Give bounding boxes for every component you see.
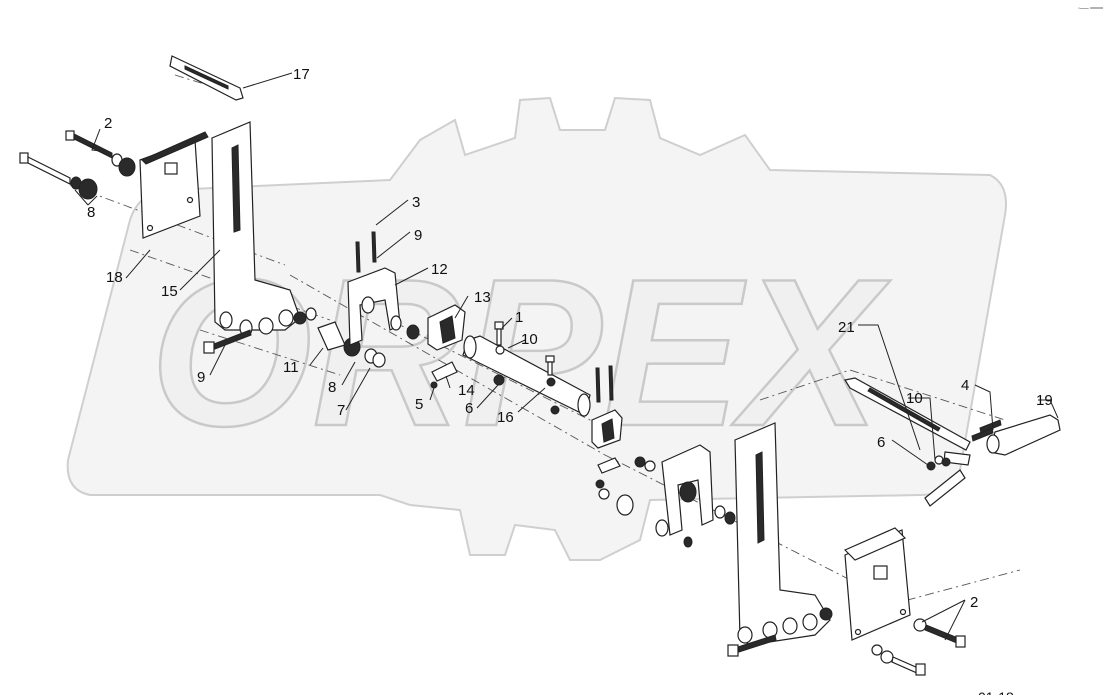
part-14-plate [431,361,458,382]
part-4-bolts [971,419,1002,442]
callout-7: 7 [337,402,345,419]
callout-15: 15 [161,283,178,300]
callout-21: 21 [838,319,855,336]
left-assembly [19,55,614,417]
callout-4: 4 [961,377,969,394]
leader-lines [74,72,1059,641]
part-6-10-nuts-right [926,455,951,471]
callout-9-bottom: 9 [197,369,205,386]
callout-14: 14 [458,382,475,399]
callout-10-left: 10 [521,331,538,348]
callout-6-left: 6 [465,400,473,417]
part-6-washer-left [493,374,505,386]
callout-8-mid: 8 [328,379,336,396]
callout-2-top: 2 [104,115,112,132]
diagram-code: 01-18 [978,689,1014,695]
callout-19: 19 [1036,392,1053,409]
callout-17: 17 [293,66,310,83]
callout-5: 5 [415,396,423,413]
callout-labels: 17 2 8 18 15 3 9 12 13 1 10 9 11 8 7 5 1… [87,66,1053,611]
callout-16: 16 [497,409,514,426]
callout-3: 3 [412,194,420,211]
part-8-bolt-left [19,152,98,200]
part-3-screws [355,231,377,273]
callout-13: 13 [474,289,491,306]
callout-11: 11 [283,359,299,376]
callout-1: 1 [515,309,523,326]
part-2-bolts-right [871,618,966,676]
watermark-text: ORPEX [150,235,891,470]
part-bolts-shaft [545,355,614,415]
part-12-bracket [347,267,401,346]
part-12-bracket-right [661,444,714,536]
callout-12: 12 [431,261,448,278]
callout-9-top: 9 [414,227,422,244]
part-hook [924,469,966,507]
callout-6-right: 6 [877,434,885,451]
part-9-bolt-lower [203,329,252,354]
part-1-bolt [494,321,505,355]
callout-2-bottom: 2 [970,594,978,611]
right-assembly [591,377,1061,676]
part-2-bolt-left [65,130,136,177]
orpex-watermark: ORPEX [66,96,1007,561]
callout-8-top: 8 [87,204,95,221]
callout-18: 18 [106,269,123,286]
corner-mark: ◦── ═══ [1078,6,1104,12]
callout-10-right: 10 [906,390,923,407]
